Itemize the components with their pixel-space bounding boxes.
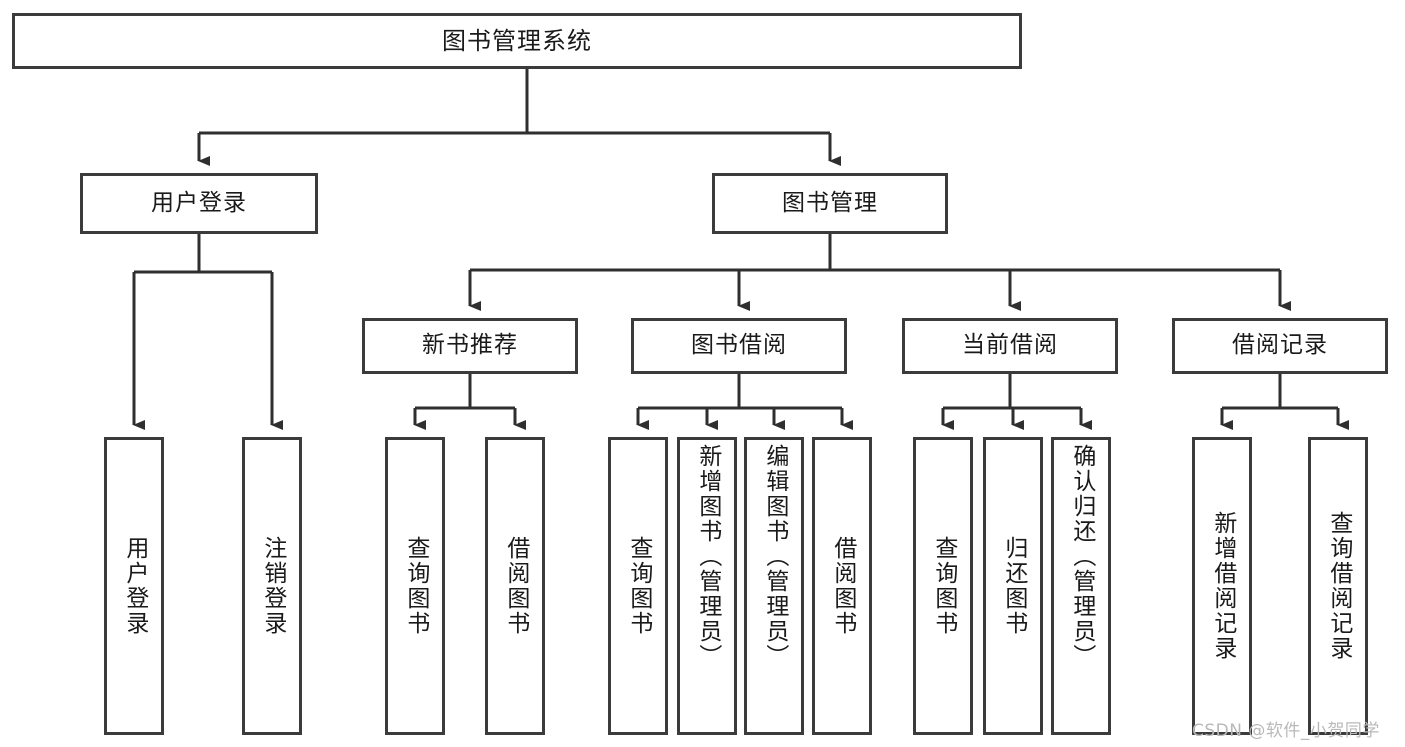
node-borrow-record[interactable]: 借阅记录 (1172, 318, 1388, 374)
node-new-book-recommend-label: 新书推荐 (422, 332, 518, 359)
leaf-return-book-label: 归还图书 (1000, 536, 1027, 636)
leaf-query-book-current[interactable]: 查询图书 (913, 437, 973, 735)
node-current-borrow[interactable]: 当前借阅 (902, 318, 1118, 374)
csdn-watermark: CSDN @软件_小贺同学 (1192, 721, 1380, 741)
leaf-add-book-admin-label: 新增图书（管理员） (694, 444, 721, 669)
leaf-return-book-wrap: 归还图书 (986, 440, 1040, 732)
leaf-edit-book-admin-label: 编辑图书（管理员） (761, 444, 788, 669)
leaf-query-book-recommend-wrap: 查询图书 (388, 440, 442, 732)
leaf-logout-wrap: 注销登录 (245, 440, 299, 732)
leaf-add-borrow-record-label: 新增借阅记录 (1209, 511, 1236, 661)
leaf-add-book-admin-wrap: 新增图书（管理员） (680, 440, 734, 732)
leaf-add-borrow-record[interactable]: 新增借阅记录 (1192, 437, 1252, 735)
leaf-edit-book-admin[interactable]: 编辑图书（管理员） (744, 437, 804, 735)
leaf-borrow-book-recommend-label: 借阅图书 (502, 536, 529, 636)
node-book-management[interactable]: 图书管理 (712, 173, 948, 234)
node-borrow-record-label: 借阅记录 (1232, 332, 1328, 359)
leaf-query-book-borrow[interactable]: 查询图书 (608, 437, 668, 735)
leaf-return-book[interactable]: 归还图书 (983, 437, 1043, 735)
leaf-query-book-borrow-wrap: 查询图书 (611, 440, 665, 732)
leaf-query-book-recommend[interactable]: 查询图书 (385, 437, 445, 735)
leaf-confirm-return-admin[interactable]: 确认归还（管理员） (1051, 437, 1111, 735)
leaf-query-borrow-record-label: 查询借阅记录 (1325, 511, 1352, 661)
node-book-management-label: 图书管理 (782, 189, 878, 216)
leaf-logout[interactable]: 注销登录 (242, 437, 302, 735)
leaf-user-login-wrap: 用户登录 (107, 440, 161, 732)
leaf-user-login[interactable]: 用户登录 (104, 437, 164, 735)
leaf-add-borrow-record-wrap: 新增借阅记录 (1195, 440, 1249, 732)
node-root[interactable]: 图书管理系统 (12, 13, 1022, 69)
node-user-login-label: 用户登录 (151, 189, 247, 216)
leaf-borrow-book-wrap: 借阅图书 (815, 440, 869, 732)
node-current-borrow-label: 当前借阅 (962, 332, 1058, 359)
leaf-query-book-recommend-label: 查询图书 (402, 536, 429, 636)
leaf-query-book-current-label: 查询图书 (930, 536, 957, 636)
node-book-borrow[interactable]: 图书借阅 (631, 318, 847, 374)
leaf-borrow-book-recommend-wrap: 借阅图书 (488, 440, 542, 732)
leaf-borrow-book[interactable]: 借阅图书 (812, 437, 872, 735)
leaf-borrow-book-label: 借阅图书 (829, 536, 856, 636)
leaf-query-borrow-record-wrap: 查询借阅记录 (1311, 440, 1365, 732)
leaf-user-login-label: 用户登录 (121, 536, 148, 636)
leaf-add-book-admin[interactable]: 新增图书（管理员） (677, 437, 737, 735)
leaf-query-book-borrow-label: 查询图书 (625, 536, 652, 636)
leaf-confirm-return-admin-label: 确认归还（管理员） (1068, 444, 1095, 669)
leaf-query-borrow-record[interactable]: 查询借阅记录 (1308, 437, 1368, 735)
leaf-borrow-book-recommend[interactable]: 借阅图书 (485, 437, 545, 735)
leaf-confirm-return-admin-wrap: 确认归还（管理员） (1054, 440, 1108, 732)
node-book-borrow-label: 图书借阅 (691, 332, 787, 359)
leaf-query-book-current-wrap: 查询图书 (916, 440, 970, 732)
node-root-label: 图书管理系统 (442, 26, 592, 55)
leaf-logout-label: 注销登录 (259, 536, 286, 636)
leaf-edit-book-admin-wrap: 编辑图书（管理员） (747, 440, 801, 732)
node-new-book-recommend[interactable]: 新书推荐 (362, 318, 578, 374)
node-user-login[interactable]: 用户登录 (80, 173, 318, 234)
